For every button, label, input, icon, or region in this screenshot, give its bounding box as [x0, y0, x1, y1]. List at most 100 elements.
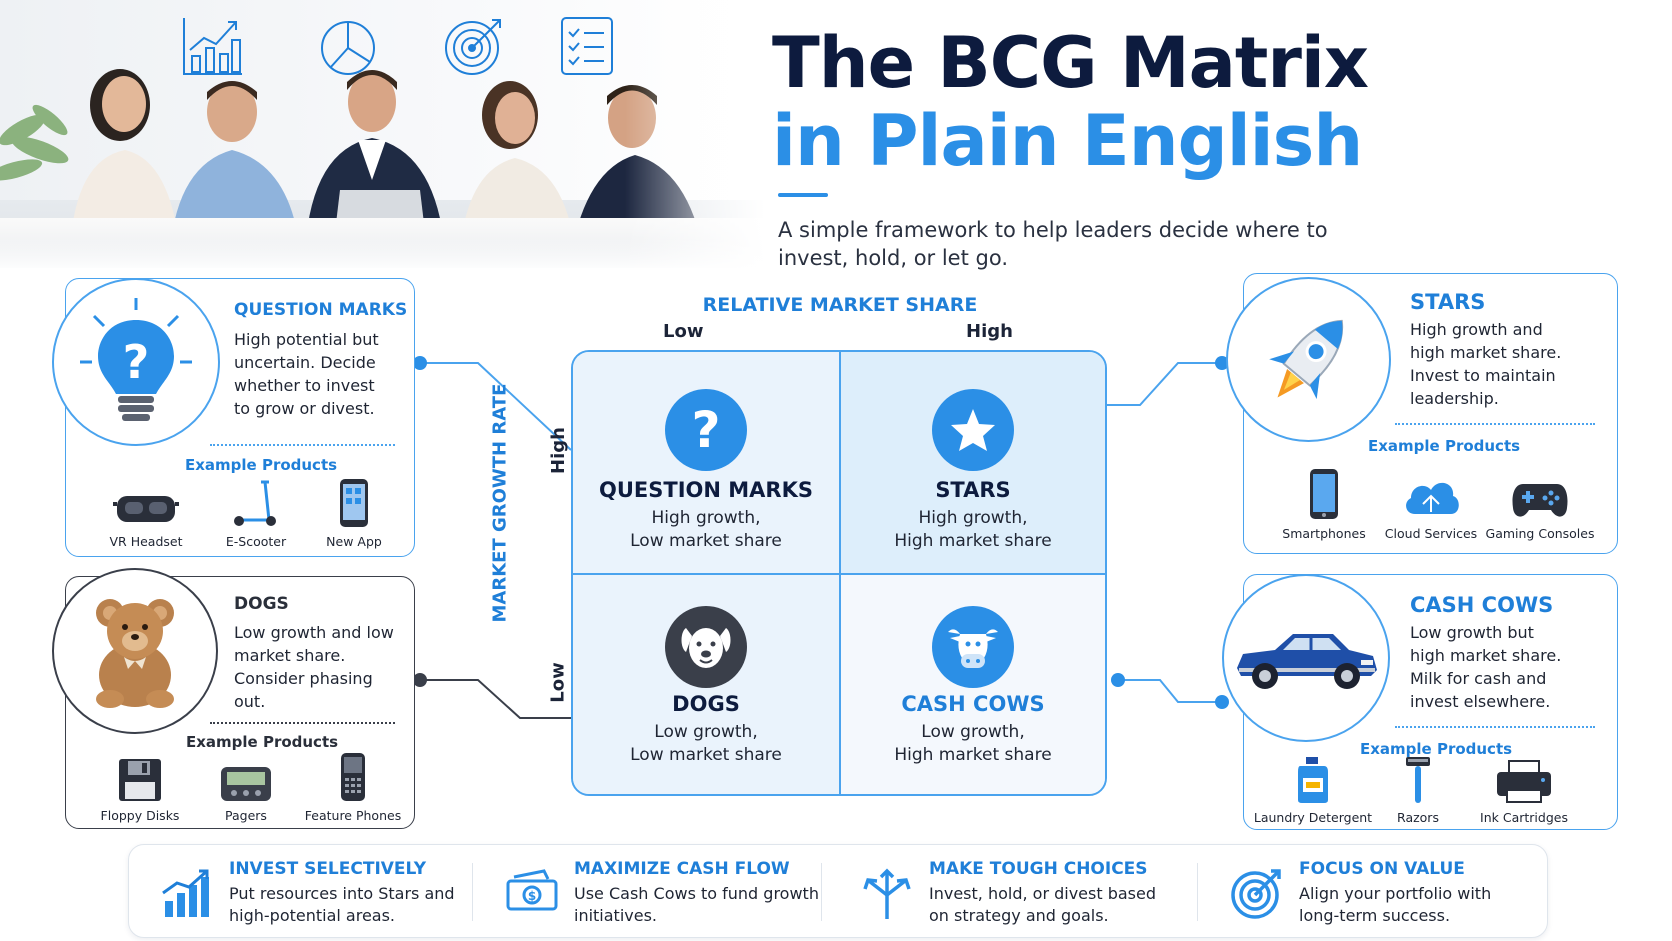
takeaways-bar: INVEST SELECTIVELY Put resources into St…: [128, 844, 1548, 938]
quadrant-desc-line1: Low growth,: [921, 722, 1025, 742]
takeaway-separator: [821, 863, 822, 921]
quadrant-desc-line2: High market share: [894, 531, 1052, 551]
cloud-icon: [1406, 482, 1459, 514]
teddy-bear-icon: [96, 599, 174, 708]
quadrant-title: QUESTION MARKS: [599, 478, 813, 502]
qm-divider: [210, 444, 395, 446]
takeaway-invest-selectively: INVEST SELECTIVELY Put resources into St…: [159, 855, 479, 929]
checklist-icon: [561, 17, 613, 75]
vr-headset-icon: [113, 496, 179, 522]
money-icon: $: [506, 869, 558, 911]
takeaway-description: Align your portfolio with long-term succ…: [1299, 884, 1492, 925]
rocket-circle: [1226, 277, 1391, 442]
product-label: Smartphones: [1282, 526, 1366, 541]
product-pagers: Pagers: [186, 752, 306, 823]
quadrant-title: CASH COWS: [901, 692, 1045, 716]
cash-cows-card-title: CASH COWS: [1410, 593, 1554, 617]
smartphone-app-icon: [340, 479, 368, 527]
header-photo-meeting: [0, 0, 765, 268]
product-label: Gaming Consoles: [1485, 526, 1595, 541]
car-circle: [1222, 574, 1390, 742]
quadrant-title: DOGS: [672, 692, 740, 716]
takeaway-title: INVEST SELECTIVELY: [229, 859, 427, 879]
quadrant-cash-cows: CASH COWS Low growth, High market share: [840, 574, 1105, 794]
page-title-line1: The BCG Matrix: [772, 22, 1369, 104]
dogs-examples-label: Example Products: [186, 733, 339, 751]
quadrant-desc-line2: High market share: [894, 745, 1052, 765]
pager-icon: [221, 767, 271, 801]
cow-icon: [932, 606, 1014, 688]
quadrant-stars: STARS High growth, High market share: [840, 352, 1105, 573]
takeaway-title: MAKE TOUGH CHOICES: [929, 859, 1148, 879]
detergent-bottle-icon: [1298, 757, 1328, 803]
product-vr-headset: VR Headset: [86, 478, 206, 549]
product-label: E-Scooter: [225, 534, 287, 549]
product-razors: Razors: [1358, 754, 1478, 825]
product-label: VR Headset: [109, 534, 183, 549]
target-icon: [445, 19, 501, 75]
lightbulb-icon: ?: [80, 298, 192, 421]
product-new-app: New App: [294, 478, 414, 549]
y-axis-high: High: [547, 427, 569, 474]
takeaway-maximize-cash-flow: $ MAXIMIZE CASH FLOW Use Cash Cows to fu…: [504, 855, 824, 929]
x-axis-high: High: [966, 321, 1013, 342]
product-label: Feature Phones: [304, 808, 402, 823]
lightbulb-circle: ?: [52, 278, 220, 446]
floppy-disk-icon: [119, 759, 161, 801]
quadrant-desc-line2: Low market share: [630, 745, 782, 765]
y-axis-title: MARKET GROWTH RATE: [489, 383, 511, 623]
x-axis-title: RELATIVE MARKET SHARE: [702, 294, 978, 316]
bcg-matrix-grid: ? QUESTION MARKS High growth, Low market…: [571, 350, 1107, 796]
svg-text:?: ?: [123, 335, 150, 389]
dogs-divider: [210, 722, 395, 724]
y-axis-low: Low: [547, 662, 569, 703]
dog-icon: [665, 606, 747, 688]
takeaway-focus-on-value: FOCUS ON VALUE Align your portfolio with…: [1229, 855, 1529, 929]
quadrant-desc-line2: Low market share: [630, 531, 782, 551]
matrix-horizontal-divider: [573, 573, 1105, 575]
star-icon: [932, 389, 1014, 471]
cash-cows-card-description: Low growth but high market share. Milk f…: [1410, 623, 1562, 711]
product-floppy-disks: Floppy Disks: [80, 752, 200, 823]
takeaway-title: FOCUS ON VALUE: [1299, 859, 1465, 879]
svg-text:$: $: [528, 889, 536, 903]
stars-card-title: STARS: [1410, 290, 1486, 314]
stars-divider: [1395, 423, 1595, 425]
quadrant-title: STARS: [935, 478, 1011, 502]
takeaway-separator: [472, 863, 473, 921]
takeaway-description: Put resources into Stars and high-potent…: [229, 884, 455, 925]
product-label: Floppy Disks: [100, 808, 180, 823]
question-icon: ?: [665, 389, 747, 471]
stars-examples-label: Example Products: [1368, 437, 1521, 455]
qm-card-description: High potential but uncertain. Decide whe…: [234, 330, 379, 418]
product-label: Razors: [1397, 810, 1439, 825]
page-subtitle: A simple framework to help leaders decid…: [778, 218, 1328, 270]
bar-growth-icon: [162, 869, 209, 917]
teddy-bear-circle: [52, 568, 218, 734]
quadrant-desc-line1: High growth,: [651, 508, 761, 528]
product-gaming-consoles: Gaming Consoles: [1480, 470, 1600, 541]
rocket-icon: [1268, 319, 1343, 399]
product-cloud-services: Cloud Services: [1371, 470, 1491, 541]
takeaway-title: MAXIMIZE CASH FLOW: [574, 859, 790, 879]
cash-cows-divider: [1395, 726, 1595, 728]
classic-car-icon: [1237, 634, 1377, 689]
quadrant-dogs: DOGS Low growth, Low market share: [573, 574, 839, 794]
razor-icon: [1406, 757, 1430, 803]
product-label: Pagers: [225, 808, 267, 823]
product-laundry-detergent: Laundry Detergent: [1253, 754, 1373, 825]
quadrant-question-marks: ? QUESTION MARKS High growth, Low market…: [573, 352, 839, 573]
title-underline: [778, 193, 828, 197]
product-label: Cloud Services: [1384, 526, 1478, 541]
takeaway-description: Invest, hold, or divest based on strateg…: [929, 884, 1157, 925]
growth-chart-icon: [183, 18, 242, 75]
product-label: New App: [326, 534, 382, 549]
feature-phone-icon: [341, 753, 365, 801]
smartphone-icon: [1310, 469, 1338, 519]
quadrant-desc-line1: Low growth,: [654, 722, 758, 742]
decision-arrows-icon: [863, 868, 911, 919]
printer-icon: [1497, 760, 1551, 803]
page-title-line2: in Plain English: [772, 100, 1363, 182]
product-ink-cartridges: Ink Cartridges: [1464, 754, 1584, 825]
